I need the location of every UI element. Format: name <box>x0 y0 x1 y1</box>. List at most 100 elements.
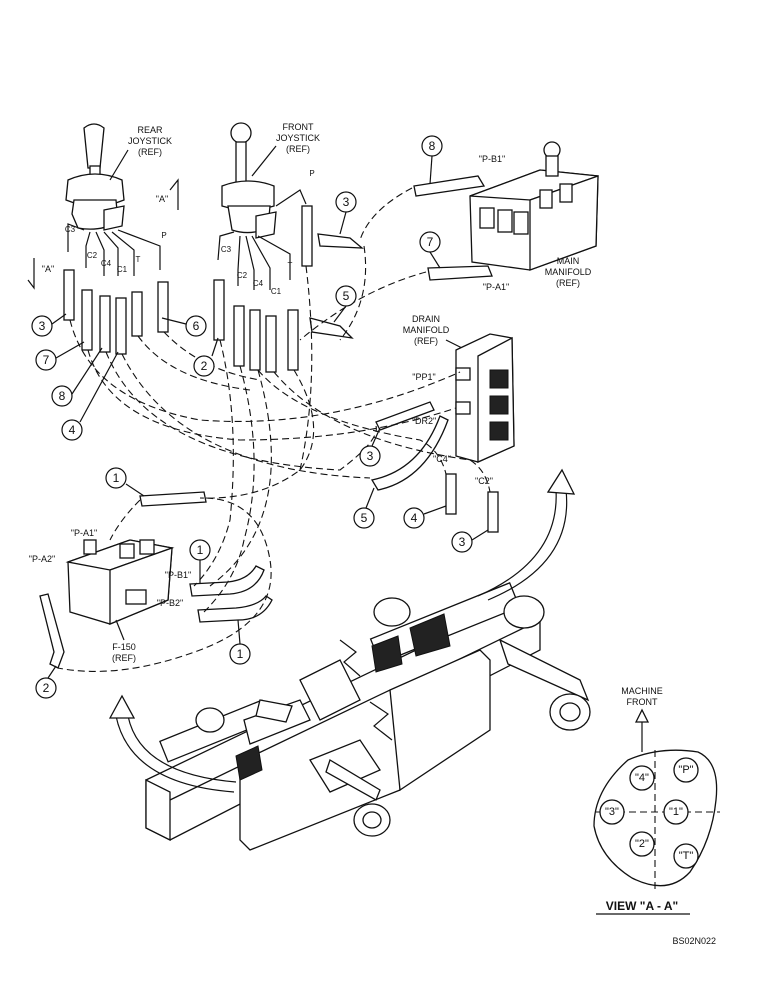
callout-2-mid <box>193 355 215 377</box>
drain-fitting-dr2: "DR2" <box>412 416 436 426</box>
f150-label-2: (REF) <box>112 653 136 663</box>
drain-fitting-c2: "C2" <box>475 476 493 486</box>
front-hose-stubs <box>213 205 313 373</box>
callout-7-right-text: 7 <box>427 235 434 249</box>
callout-6-left <box>185 315 207 337</box>
front-joystick-label-1: FRONT <box>283 122 314 132</box>
f150-fitting-pb1: "P-B1" <box>165 570 191 580</box>
view-port-1: "1" <box>669 806 683 818</box>
drawing-code: BS02N022 <box>672 936 716 946</box>
f150-fitting-pa2: "P-A2" <box>29 554 55 564</box>
callout-1-top-text: 1 <box>113 471 120 485</box>
drain-manifold <box>455 333 515 464</box>
rear-joystick-label-2: JOYSTICK <box>128 136 172 146</box>
rear-joystick-label-3: (REF) <box>138 147 162 157</box>
drain-fitting-c4: "C4" <box>433 454 451 464</box>
rear-port-leaders <box>67 223 161 276</box>
view-port-t-circle <box>673 843 699 869</box>
callout-2-bot-text: 2 <box>43 681 50 695</box>
main-manifold-label-3: (REF) <box>556 278 580 288</box>
front-port-c2: C2 <box>237 271 248 280</box>
hose-3-top <box>317 233 364 249</box>
callouts: 8 3 7 5 3 7 8 4 6 2 3 5 <box>31 135 489 699</box>
break-marks <box>339 639 393 741</box>
drain-manifold-label-1: DRAIN <box>412 314 440 324</box>
curved-arrow-right <box>477 468 576 601</box>
hose-8 <box>413 175 486 197</box>
view-port-3: "3" <box>605 806 619 818</box>
main-fitting-pa1: "P-A1" <box>483 282 509 292</box>
view-port-4-circle <box>629 765 655 791</box>
main-fitting-pb1: "P-B1" <box>479 154 505 164</box>
machine-front-arrow <box>634 708 650 752</box>
callout-4-left-text: 4 <box>69 423 76 437</box>
callout-8-left <box>51 385 73 407</box>
callout-5-right <box>335 285 357 307</box>
callout-3-left <box>31 315 53 337</box>
rear-joystick-label-1: REAR <box>137 125 163 135</box>
machine-front-label-2: FRONT <box>627 697 658 707</box>
hose-7-right <box>427 265 493 281</box>
hose-routing <box>57 187 491 672</box>
main-manifold-label-1: MAIN <box>557 256 580 266</box>
front-port-c1: C1 <box>271 287 282 296</box>
drain-fitting-pp1: "PP1" <box>412 372 435 382</box>
callout-4-left <box>61 419 83 441</box>
callout-5-drain <box>353 507 375 529</box>
front-port-c3: C3 <box>221 245 232 254</box>
callout-3-drain <box>359 445 381 467</box>
callout-3-drain-b <box>451 531 473 553</box>
front-port-leaders <box>217 189 307 290</box>
view-a-arrow-left <box>27 258 35 290</box>
view-port-2-circle <box>629 831 655 857</box>
view-port-3-circle <box>599 799 625 825</box>
f150-label-1: F-150 <box>112 642 136 652</box>
callout-3-top <box>335 191 357 213</box>
callout-1-bot <box>229 643 251 665</box>
callout-8-top-text: 8 <box>429 139 436 153</box>
callout-8-left-text: 8 <box>59 389 66 403</box>
callout-4-drain <box>403 507 425 529</box>
view-title: VIEW "A - A" <box>606 899 679 913</box>
callout-4-drain-text: 4 <box>411 511 418 525</box>
callout-7-right <box>419 231 441 253</box>
rear-port-c4: C4 <box>101 259 112 268</box>
front-port-t: T <box>288 261 293 270</box>
view-port-1-circle <box>663 799 689 825</box>
callout-3-drain-b-text: 3 <box>459 535 466 549</box>
callout-1-mid <box>189 539 211 561</box>
machine-wheels <box>195 595 591 837</box>
callout-2-mid-text: 2 <box>201 359 208 373</box>
view-a-label-right: "A" <box>156 194 168 204</box>
f150-fitting-pa1: "P-A1" <box>71 528 97 538</box>
view-port-p-circle <box>673 757 699 783</box>
drain-manifold-label-2: MANIFOLD <box>403 325 450 335</box>
callout-1-top <box>105 467 127 489</box>
callout-6-left-text: 6 <box>193 319 200 333</box>
rear-port-p: P <box>161 231 166 240</box>
drain-hoses <box>370 401 499 533</box>
curved-arrow-left <box>108 694 237 793</box>
view-a-label-left: "A" <box>42 264 54 274</box>
view-port-p: "P" <box>678 764 693 776</box>
callout-3-left-text: 3 <box>39 319 46 333</box>
front-joystick-label-2: JOYSTICK <box>276 133 320 143</box>
front-joystick-label-3: (REF) <box>286 144 310 154</box>
main-manifold <box>469 141 599 271</box>
f150-valve <box>65 539 175 625</box>
callout-5-right-text: 5 <box>343 289 350 303</box>
rear-port-c3: C3 <box>65 225 76 234</box>
callout-1-bot-text: 1 <box>237 647 244 661</box>
callout-8-top <box>421 135 443 157</box>
view-port-t: "T" <box>679 850 694 862</box>
rear-port-t: T <box>136 255 141 264</box>
rear-port-c2: C2 <box>87 251 98 260</box>
rear-joystick <box>65 123 125 231</box>
front-port-p: P <box>309 169 314 178</box>
view-port-2: "2" <box>635 838 649 850</box>
callout-3-top-text: 3 <box>343 195 350 209</box>
callout-7-left <box>35 349 57 371</box>
f150-fitting-pb2: "P-B2" <box>157 598 183 608</box>
machine-front-label-1: MACHINE <box>621 686 663 696</box>
drain-manifold-label-3: (REF) <box>414 336 438 346</box>
